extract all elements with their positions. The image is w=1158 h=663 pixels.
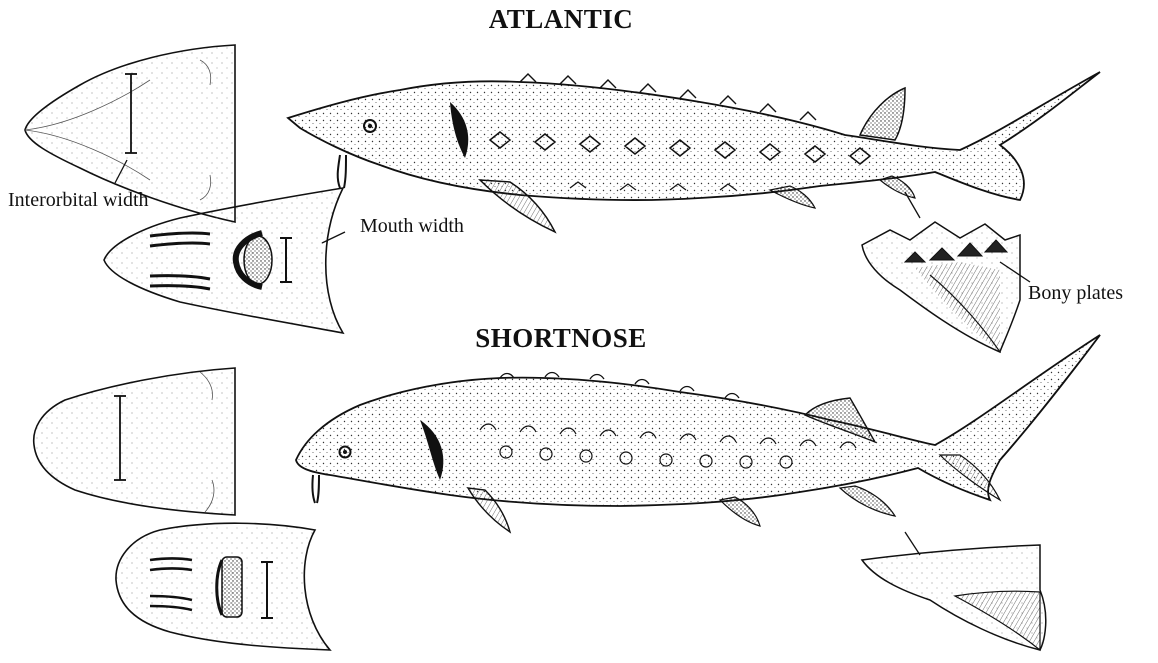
shortnose-head-dorsal-view [34, 368, 235, 515]
mouth-width-label: Mouth width [360, 215, 464, 237]
bony-plates-label: Bony plates [1028, 282, 1123, 304]
atlantic-title: ATLANTIC [489, 4, 634, 34]
shortnose-sturgeon-lateral [296, 335, 1100, 532]
atlantic-sturgeon-lateral [288, 72, 1100, 232]
interorbital-width-label: Interorbital width [8, 189, 149, 211]
shortnose-head-ventral-view [116, 523, 330, 650]
shortnose-title: SHORTNOSE [475, 323, 647, 353]
bony-plates-inset [862, 192, 1030, 352]
shortnose-plates-inset [862, 532, 1046, 650]
